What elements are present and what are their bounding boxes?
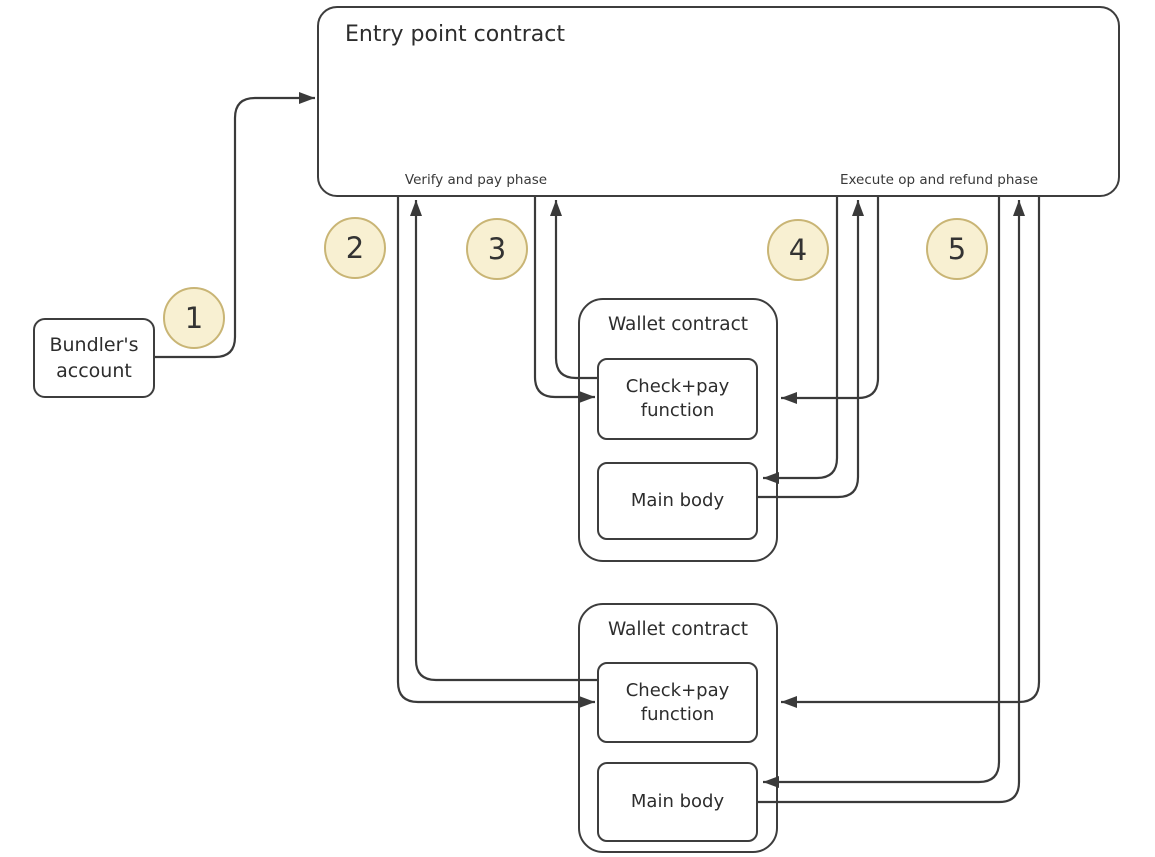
arrow-wallet2-mainbody-return — [758, 200, 1025, 804]
arrow-entry-to-wallet2-mainbody — [763, 197, 1001, 788]
execute-op-and-refund-phase-label: Execute op and refund phase — [839, 172, 1039, 188]
step-badge-1: 1 — [163, 287, 225, 349]
wallet-contract-1-title: Wallet contract — [607, 314, 749, 335]
verify-and-pay-phase-label: Verify and pay phase — [404, 172, 548, 188]
wallet-2-main-body-box: Main body — [597, 762, 758, 842]
wallet-1-checkpay-function-box: Check+pay function — [597, 358, 758, 440]
arrow-entry-to-wallet2-refund — [781, 197, 1041, 708]
wallet-1-main-body-box: Main body — [597, 462, 758, 540]
step-badge-4: 4 — [767, 219, 829, 281]
wallet-2-checkpay-function-box: Check+pay function — [597, 662, 758, 743]
wallet-contract-1-box: Wallet contract Check+pay function Main … — [578, 298, 778, 562]
step-badge-3: 3 — [466, 218, 528, 280]
entry-point-contract-box: Entry point contract — [317, 6, 1120, 197]
step-badge-5: 5 — [926, 218, 988, 280]
step-badge-2: 2 — [324, 217, 386, 279]
entry-point-title: Entry point contract — [345, 22, 565, 47]
wallet-contract-2-title: Wallet contract — [607, 619, 749, 640]
bundlers-account-box: Bundler's account — [33, 318, 155, 398]
wallet-contract-2-box: Wallet contract Check+pay function Main … — [578, 603, 778, 853]
